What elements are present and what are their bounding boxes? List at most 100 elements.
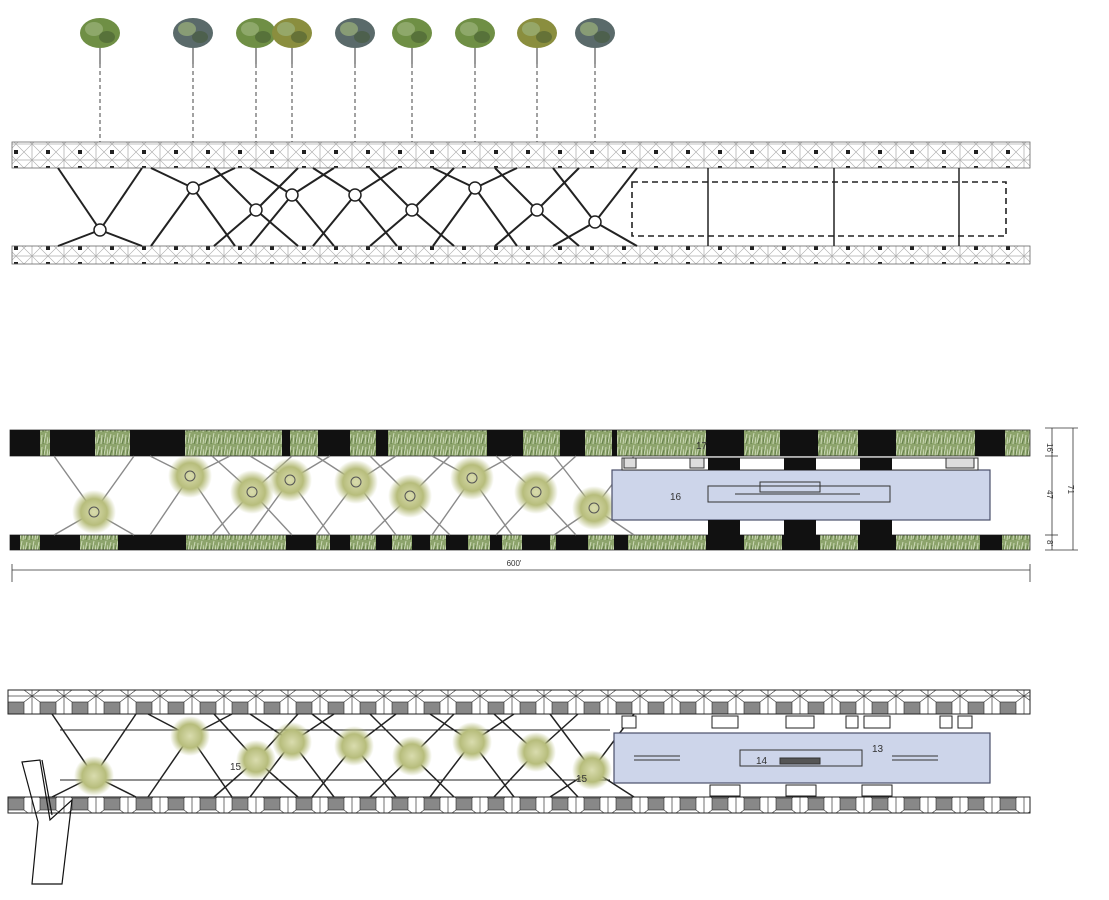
- label-14: 14: [756, 756, 768, 767]
- node-ring: [405, 203, 419, 217]
- black-blocks: [10, 430, 1005, 550]
- black-block: [376, 535, 392, 550]
- black-block: [556, 535, 588, 550]
- node-ring: [186, 181, 200, 195]
- elevation-panel: [11, 18, 1031, 265]
- plan-shrubs: [72, 454, 616, 534]
- building-16-interior: [707, 481, 891, 503]
- tree-icon: [272, 18, 312, 142]
- top-truss-band: [11, 141, 1031, 169]
- dim-16: 16': [1045, 443, 1054, 454]
- label-15-right: 15: [576, 774, 588, 785]
- building-16: [611, 469, 991, 521]
- shrub-icon: [170, 716, 210, 756]
- black-block: [782, 535, 820, 550]
- node-ring: [466, 472, 478, 484]
- node-ring: [284, 474, 296, 486]
- black-block: [490, 535, 502, 550]
- tree-icon: [575, 18, 615, 142]
- dim-47: 47: [1045, 490, 1054, 499]
- tree-icon: [455, 18, 495, 142]
- node-ring: [530, 203, 544, 217]
- node-ring: [285, 188, 299, 202]
- label-16: 16: [670, 492, 682, 503]
- elevation-trees: [80, 18, 615, 142]
- black-block: [118, 535, 186, 550]
- structural-plan-panel: 13 14 15 15: [7, 689, 1031, 885]
- black-block: [10, 535, 20, 550]
- shrub-icon: [334, 460, 378, 504]
- node-ring: [404, 490, 416, 502]
- node-ring: [350, 476, 362, 488]
- shrub-icon: [72, 490, 116, 534]
- shrub-icon: [334, 726, 374, 766]
- shrub-icon: [388, 474, 432, 518]
- shrub-icon: [572, 486, 616, 530]
- shrub-icon: [450, 456, 494, 500]
- landscape-plan-panel: 17 16 600' 16' 47 8' 71: [9, 427, 1078, 582]
- dim-8: 8': [1045, 540, 1054, 546]
- black-block: [858, 535, 896, 550]
- building-16-bays: [708, 458, 892, 535]
- top-car-band: [7, 689, 1031, 715]
- node-ring: [530, 486, 542, 498]
- shrub-icon: [516, 732, 556, 772]
- building-13-services: [621, 715, 973, 797]
- shrub-icon: [392, 736, 432, 776]
- black-block: [40, 535, 80, 550]
- black-block: [522, 535, 550, 550]
- node-ring: [88, 506, 100, 518]
- tree-icon: [335, 18, 375, 142]
- black-block: [487, 430, 523, 456]
- elevation-braces: [57, 167, 638, 247]
- overall-length-dimension: [11, 564, 1031, 582]
- black-block: [780, 430, 818, 456]
- black-block: [980, 535, 1002, 550]
- node-ring: [249, 203, 263, 217]
- tree-icon: [236, 18, 276, 142]
- label-13: 13: [872, 744, 884, 755]
- black-block: [318, 430, 350, 456]
- tree-icon: [173, 18, 213, 142]
- tree-icon: [517, 18, 557, 142]
- dashed-building-outline: [631, 181, 1007, 237]
- node-ring: [468, 181, 482, 195]
- black-block: [706, 535, 744, 550]
- black-block: [376, 430, 388, 456]
- black-block: [614, 535, 628, 550]
- tree-icon: [80, 18, 120, 142]
- black-block: [412, 535, 430, 550]
- bottom-car-band: [7, 796, 1031, 814]
- dim-71: 71: [1066, 485, 1075, 494]
- label-15-left: 15: [230, 762, 242, 773]
- shrub-icon: [168, 454, 212, 498]
- black-block: [975, 430, 1005, 456]
- label-17: 17: [696, 441, 708, 452]
- black-block: [858, 430, 896, 456]
- black-block: [50, 430, 95, 456]
- node-ring: [246, 486, 258, 498]
- shrub-icon: [230, 470, 274, 514]
- black-block: [706, 430, 744, 456]
- structural-shrubs: [74, 716, 612, 796]
- overall-length-label: 600': [507, 559, 522, 568]
- shrub-icon: [268, 458, 312, 502]
- black-block: [446, 535, 468, 550]
- tree-icon: [392, 18, 432, 142]
- ramp: [21, 759, 73, 885]
- black-block: [282, 430, 290, 456]
- vertical-dimensions: [1045, 427, 1078, 551]
- black-block: [330, 535, 350, 550]
- black-block: [130, 430, 185, 456]
- black-block: [10, 430, 40, 456]
- node-ring: [184, 470, 196, 482]
- shrub-icon: [572, 750, 612, 790]
- black-block: [560, 430, 585, 456]
- bottom-truss-band: [11, 245, 1031, 265]
- node-ring: [93, 223, 107, 237]
- node-ring: [588, 215, 602, 229]
- building-13-interior: [634, 749, 938, 767]
- shrub-icon: [74, 756, 114, 796]
- black-block: [612, 430, 617, 456]
